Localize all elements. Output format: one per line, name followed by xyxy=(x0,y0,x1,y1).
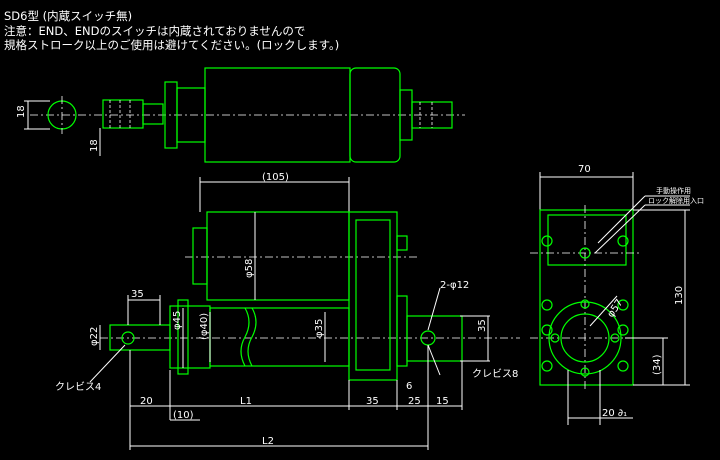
dim-phi45: φ45 xyxy=(172,311,183,330)
dim-phi57: φ57 xyxy=(605,298,625,320)
dim-2-phi12: 2-φ12 xyxy=(440,280,469,291)
side-tube xyxy=(209,307,350,367)
end-view: 70 φ57 手動操作用 ロック解除用入口 13 xyxy=(530,164,704,425)
dim-L1: L1 xyxy=(240,396,252,407)
top-view: 18 18 xyxy=(16,67,465,163)
dim-20-dr: 20 ∂₁ xyxy=(602,408,627,419)
drawing-note-line1: 注意：END、ENDのスイッチは内蔵されておりませんので xyxy=(4,24,305,38)
drawing-title: SD6型 (内蔵スイッチ無) xyxy=(4,9,132,23)
side-motor-body xyxy=(206,211,350,301)
dim-10: (10) xyxy=(173,410,194,421)
dim-L2: L2 xyxy=(262,436,274,447)
drawing-note-line2: 規格ストローク以上のご使用は避けてください。(ロックします。) xyxy=(4,38,339,52)
label-clevis-right: クレビス8 xyxy=(472,368,518,380)
dim-phi58: φ58 xyxy=(244,259,255,278)
dim-34: (34) xyxy=(652,354,663,375)
dim-35-bottom: 35 xyxy=(366,396,379,407)
dim-105: (105) xyxy=(262,172,289,183)
note-manual-operation: 手動操作用 xyxy=(656,186,691,195)
dim-18-top: 18 xyxy=(16,105,27,118)
dim-phi35-rod: φ35 xyxy=(314,319,325,338)
dim-35-top: 35 xyxy=(131,289,144,300)
end-plate xyxy=(539,209,634,386)
dim-70: 70 xyxy=(578,164,591,175)
dim-phi40: (φ40) xyxy=(199,313,210,340)
dim-35-side: 35 xyxy=(477,319,488,332)
label-clevis-left: クレビス4 xyxy=(55,381,101,393)
dim-130: 130 xyxy=(674,286,685,305)
dim-20: 20 xyxy=(140,396,153,407)
dim-6: 6 xyxy=(406,381,412,392)
left-clevis xyxy=(109,324,171,351)
dim-15: 15 xyxy=(436,396,449,407)
note-lock-release: ロック解除用入口 xyxy=(648,196,704,205)
dim-25: 25 xyxy=(408,396,421,407)
dim-18-left: 18 xyxy=(89,139,100,152)
end-flange xyxy=(548,301,622,375)
side-view: (105) φ58 φ35 φ45 (φ40) 35 φ22 クレビス4 xyxy=(55,172,520,450)
dim-phi22: φ22 xyxy=(89,327,100,346)
top-left-rod xyxy=(102,99,144,129)
